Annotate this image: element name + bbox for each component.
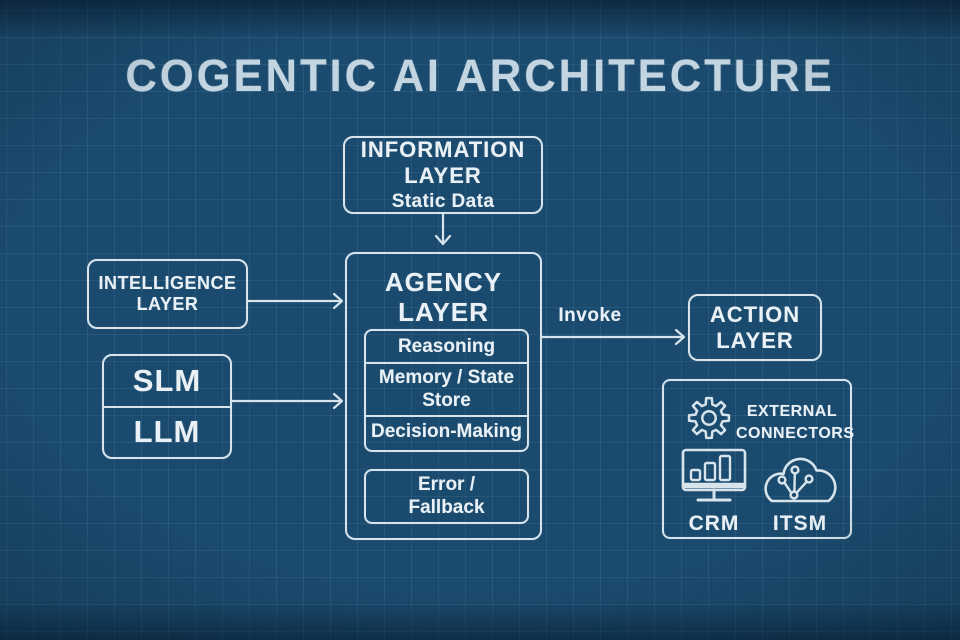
arrow-intelligence-to-agency-icon (246, 292, 344, 310)
agency-error-fallback: Error / Fallback (364, 469, 529, 524)
node-agency-layer: AGENCY LAYER Reasoning Memory / State St… (345, 252, 542, 540)
external-connectors-title: EXTERNAL CONNECTORS (736, 403, 855, 443)
agency-module-reasoning: Reasoning (397, 335, 496, 357)
invoke-label: Invoke (558, 305, 622, 326)
arrow-models-to-agency-icon (230, 392, 344, 410)
cloud-network-icon (764, 457, 837, 503)
information-layer-title: INFORMATION LAYER (360, 137, 526, 188)
gear-icon (687, 396, 731, 440)
connector-label-crm: CRM (688, 512, 740, 535)
node-external-connectors: EXTERNAL CONNECTORS CRM ITSM (662, 379, 855, 539)
agency-module-memory-state-store: Memory / State Store (366, 362, 527, 415)
error-fallback-line1: Error / (417, 473, 476, 495)
error-fallback-line2: Fallback (408, 496, 485, 518)
agency-module-decision-making: Decision-Making (366, 415, 527, 446)
monitor-bar-chart-icon (681, 448, 747, 502)
arrow-agency-to-action-icon (540, 328, 686, 346)
intelligence-layer-title: INTELLIGENCE LAYER (98, 273, 237, 314)
agency-modules-group: Reasoning Memory / State Store Decision-… (364, 329, 529, 452)
action-layer-title: ACTION LAYER (709, 302, 801, 353)
node-action-layer: ACTION LAYER (688, 294, 822, 361)
model-slm: SLM (132, 362, 202, 398)
page-title: COGENTIC AI ARCHITECTURE (125, 50, 835, 101)
arrow-information-to-agency-icon (434, 212, 452, 246)
connector-label-itsm: ITSM (772, 512, 828, 535)
node-models: SLM LLM (102, 354, 232, 459)
node-information-layer: INFORMATION LAYER Static Data (343, 136, 543, 214)
information-layer-subtitle: Static Data (391, 190, 495, 212)
node-intelligence-layer: INTELLIGENCE LAYER (87, 259, 248, 329)
agency-layer-title: AGENCY LAYER (384, 267, 503, 327)
model-llm: LLM (104, 405, 230, 457)
